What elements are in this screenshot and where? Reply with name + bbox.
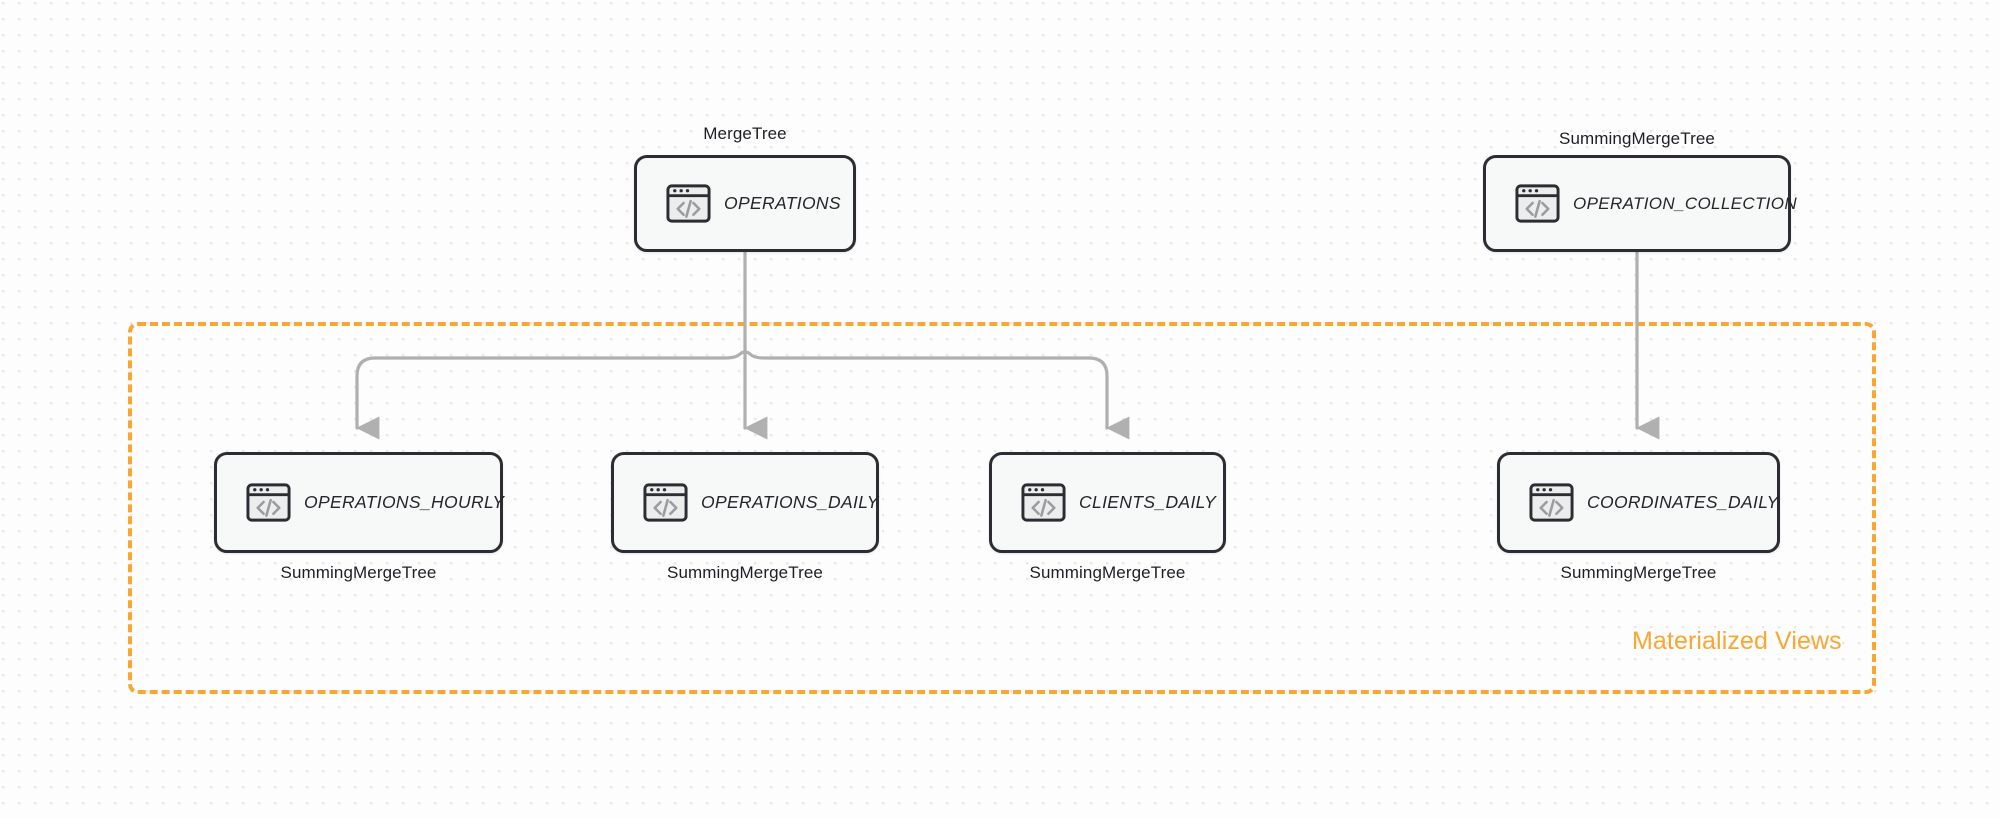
engine-caption-operations: MergeTree	[703, 124, 787, 143]
code-window-icon	[1529, 483, 1574, 522]
code-window-icon	[1515, 184, 1560, 223]
materialized-views-group-label: Materialized Views	[1632, 627, 1842, 655]
node-operations-hourly-label: OPERATIONS_HOURLY	[304, 492, 505, 512]
engine-caption-operations-hourly: SummingMergeTree	[280, 563, 437, 582]
node-operations-hourly[interactable]: OPERATIONS_HOURLY	[214, 452, 504, 553]
engine-caption-coordinates-daily: SummingMergeTree	[1560, 563, 1717, 582]
node-coordinates-daily-label: COORDINATES_DAILY	[1587, 492, 1779, 512]
node-operations-daily[interactable]: OPERATIONS_DAILY	[611, 452, 879, 553]
materialized-views-group[interactable]	[128, 322, 1876, 694]
engine-caption-clients-daily: SummingMergeTree	[1029, 563, 1186, 582]
code-window-icon	[666, 184, 711, 223]
node-operation-collection-label: OPERATION_COLLECTION	[1573, 193, 1797, 213]
code-window-icon	[643, 483, 688, 522]
node-clients-daily-label: CLIENTS_DAILY	[1079, 492, 1217, 512]
engine-caption-operations-daily: SummingMergeTree	[667, 563, 823, 582]
engine-caption-operation-collection: SummingMergeTree	[1559, 129, 1715, 148]
node-operation-collection[interactable]: OPERATION_COLLECTION	[1483, 155, 1797, 252]
code-window-icon	[246, 483, 291, 522]
node-operations-daily-label: OPERATIONS_DAILY	[701, 492, 879, 512]
node-coordinates-daily[interactable]: COORDINATES_DAILY	[1497, 452, 1780, 553]
node-operations-label: OPERATIONS	[724, 193, 841, 213]
node-operations[interactable]: OPERATIONS	[634, 155, 856, 252]
code-window-icon	[1021, 483, 1066, 522]
node-clients-daily[interactable]: CLIENTS_DAILY	[989, 452, 1226, 553]
